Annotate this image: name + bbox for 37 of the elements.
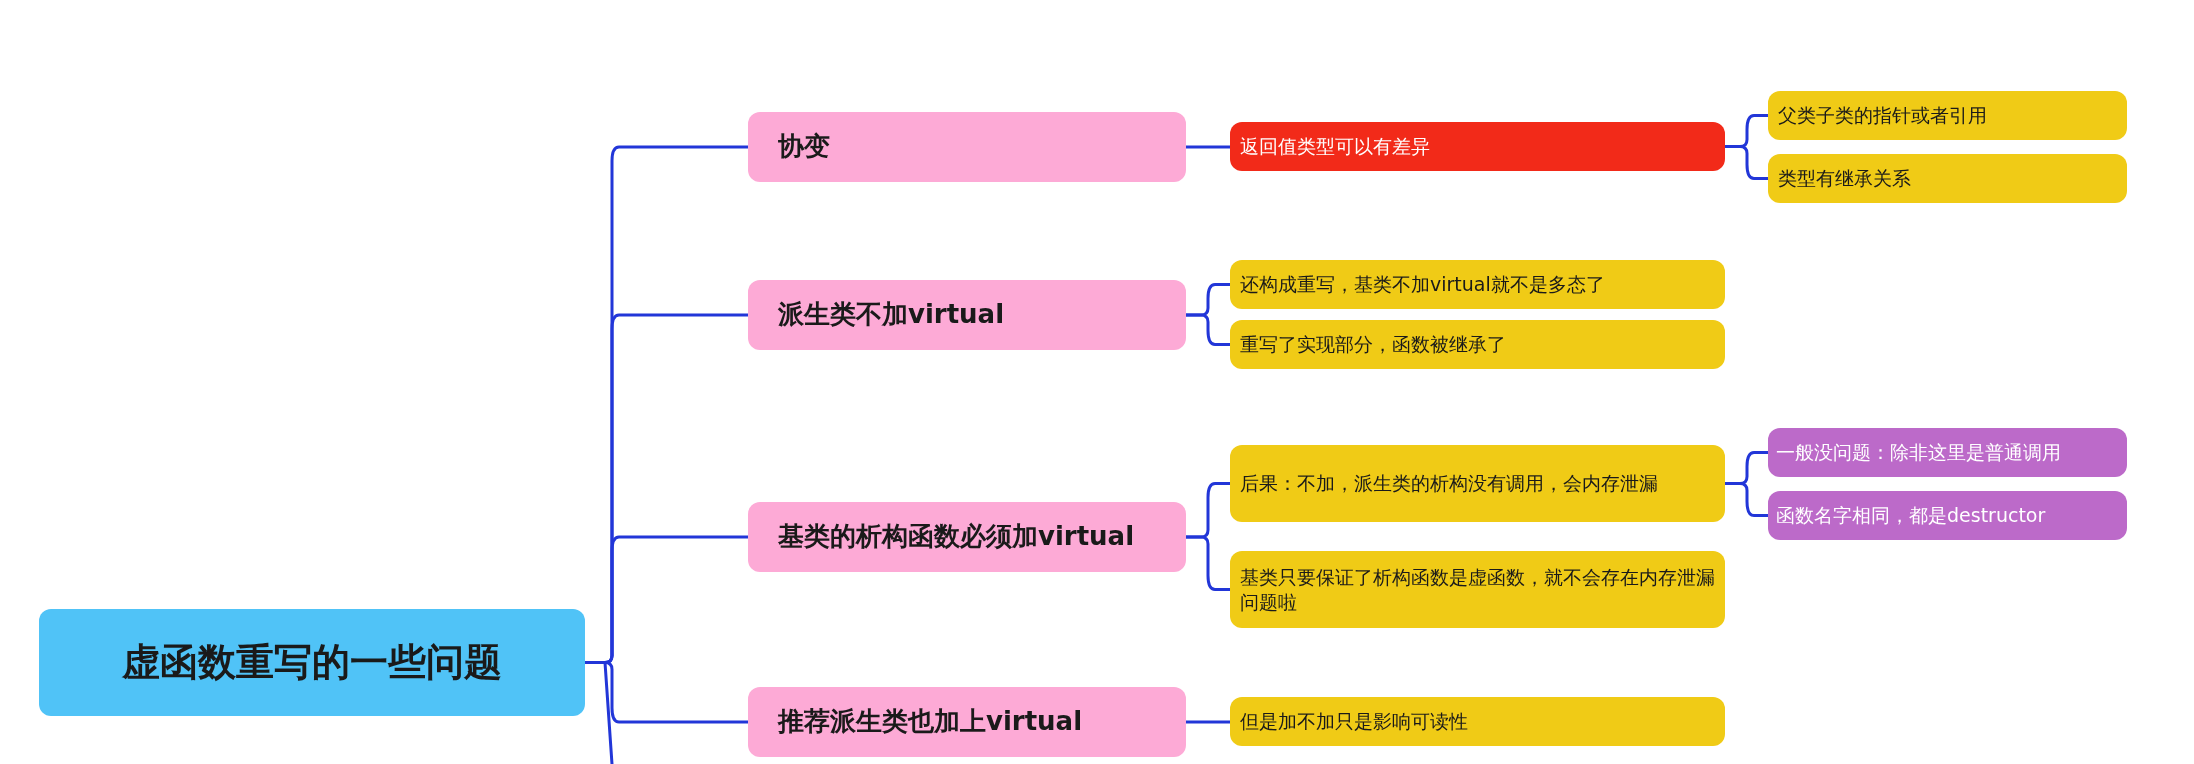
topic-text: 协变: [778, 130, 830, 164]
subtopic-box: [1230, 445, 1725, 522]
connector-line: [1725, 482, 1768, 517]
topic-text: 派生类不加virtual: [778, 298, 1005, 332]
connector-line: [585, 661, 614, 764]
topic-text: 后果：不加，派生类的析构没有调用，会内存泄漏: [1240, 471, 1658, 496]
subtopic-box: [1768, 91, 2127, 140]
topic-text: 基类只要保证了析构函数是虚函数，就不会存在内存泄漏问题啦: [1240, 564, 1715, 615]
topic-text: 但是加不加只是影响可读性: [1240, 709, 1468, 734]
topic-text: 返回值类型可以有差异: [1240, 134, 1430, 159]
topic-text: 推荐派生类也加上virtual: [778, 705, 1083, 739]
subtopic-box: [1230, 551, 1725, 628]
main-topic-box: [748, 687, 1186, 757]
root-topic-box: [39, 609, 585, 716]
main-topic-box: [748, 502, 1186, 572]
connector-line: [1725, 145, 1768, 180]
connector-line: [1186, 535, 1230, 591]
main-topic-box: [748, 112, 1186, 182]
subtopic-box: [1230, 320, 1725, 369]
topic-text: 虚函数重写的一些问题: [122, 638, 502, 686]
topic-text: 基类的析构函数必须加virtual: [778, 520, 1135, 554]
main-topic-box: [748, 280, 1186, 350]
topic-text: 重写了实现部分，函数被继承了: [1240, 332, 1506, 357]
connector-line: [1186, 145, 1230, 149]
subtopic-box: [1768, 154, 2127, 203]
topic-text: 一般没问题：除非这里是普通调用: [1776, 440, 2061, 465]
subtopic-box: [1768, 491, 2127, 540]
topic-text: 父类子类的指针或者引用: [1778, 103, 1987, 128]
subtopic-box: [1230, 697, 1725, 746]
subtopic-box: [1230, 122, 1725, 171]
topic-text: 还构成重写，基类不加virtual就不是多态了: [1240, 272, 1605, 297]
topic-text: 类型有继承关系: [1778, 166, 1911, 191]
connector-line: [1186, 313, 1230, 346]
topic-text: 函数名字相同，都是destructor: [1776, 503, 2046, 528]
subtopic-box: [1230, 260, 1725, 309]
subtopic-box: [1768, 428, 2127, 477]
connector-line: [1186, 720, 1230, 724]
